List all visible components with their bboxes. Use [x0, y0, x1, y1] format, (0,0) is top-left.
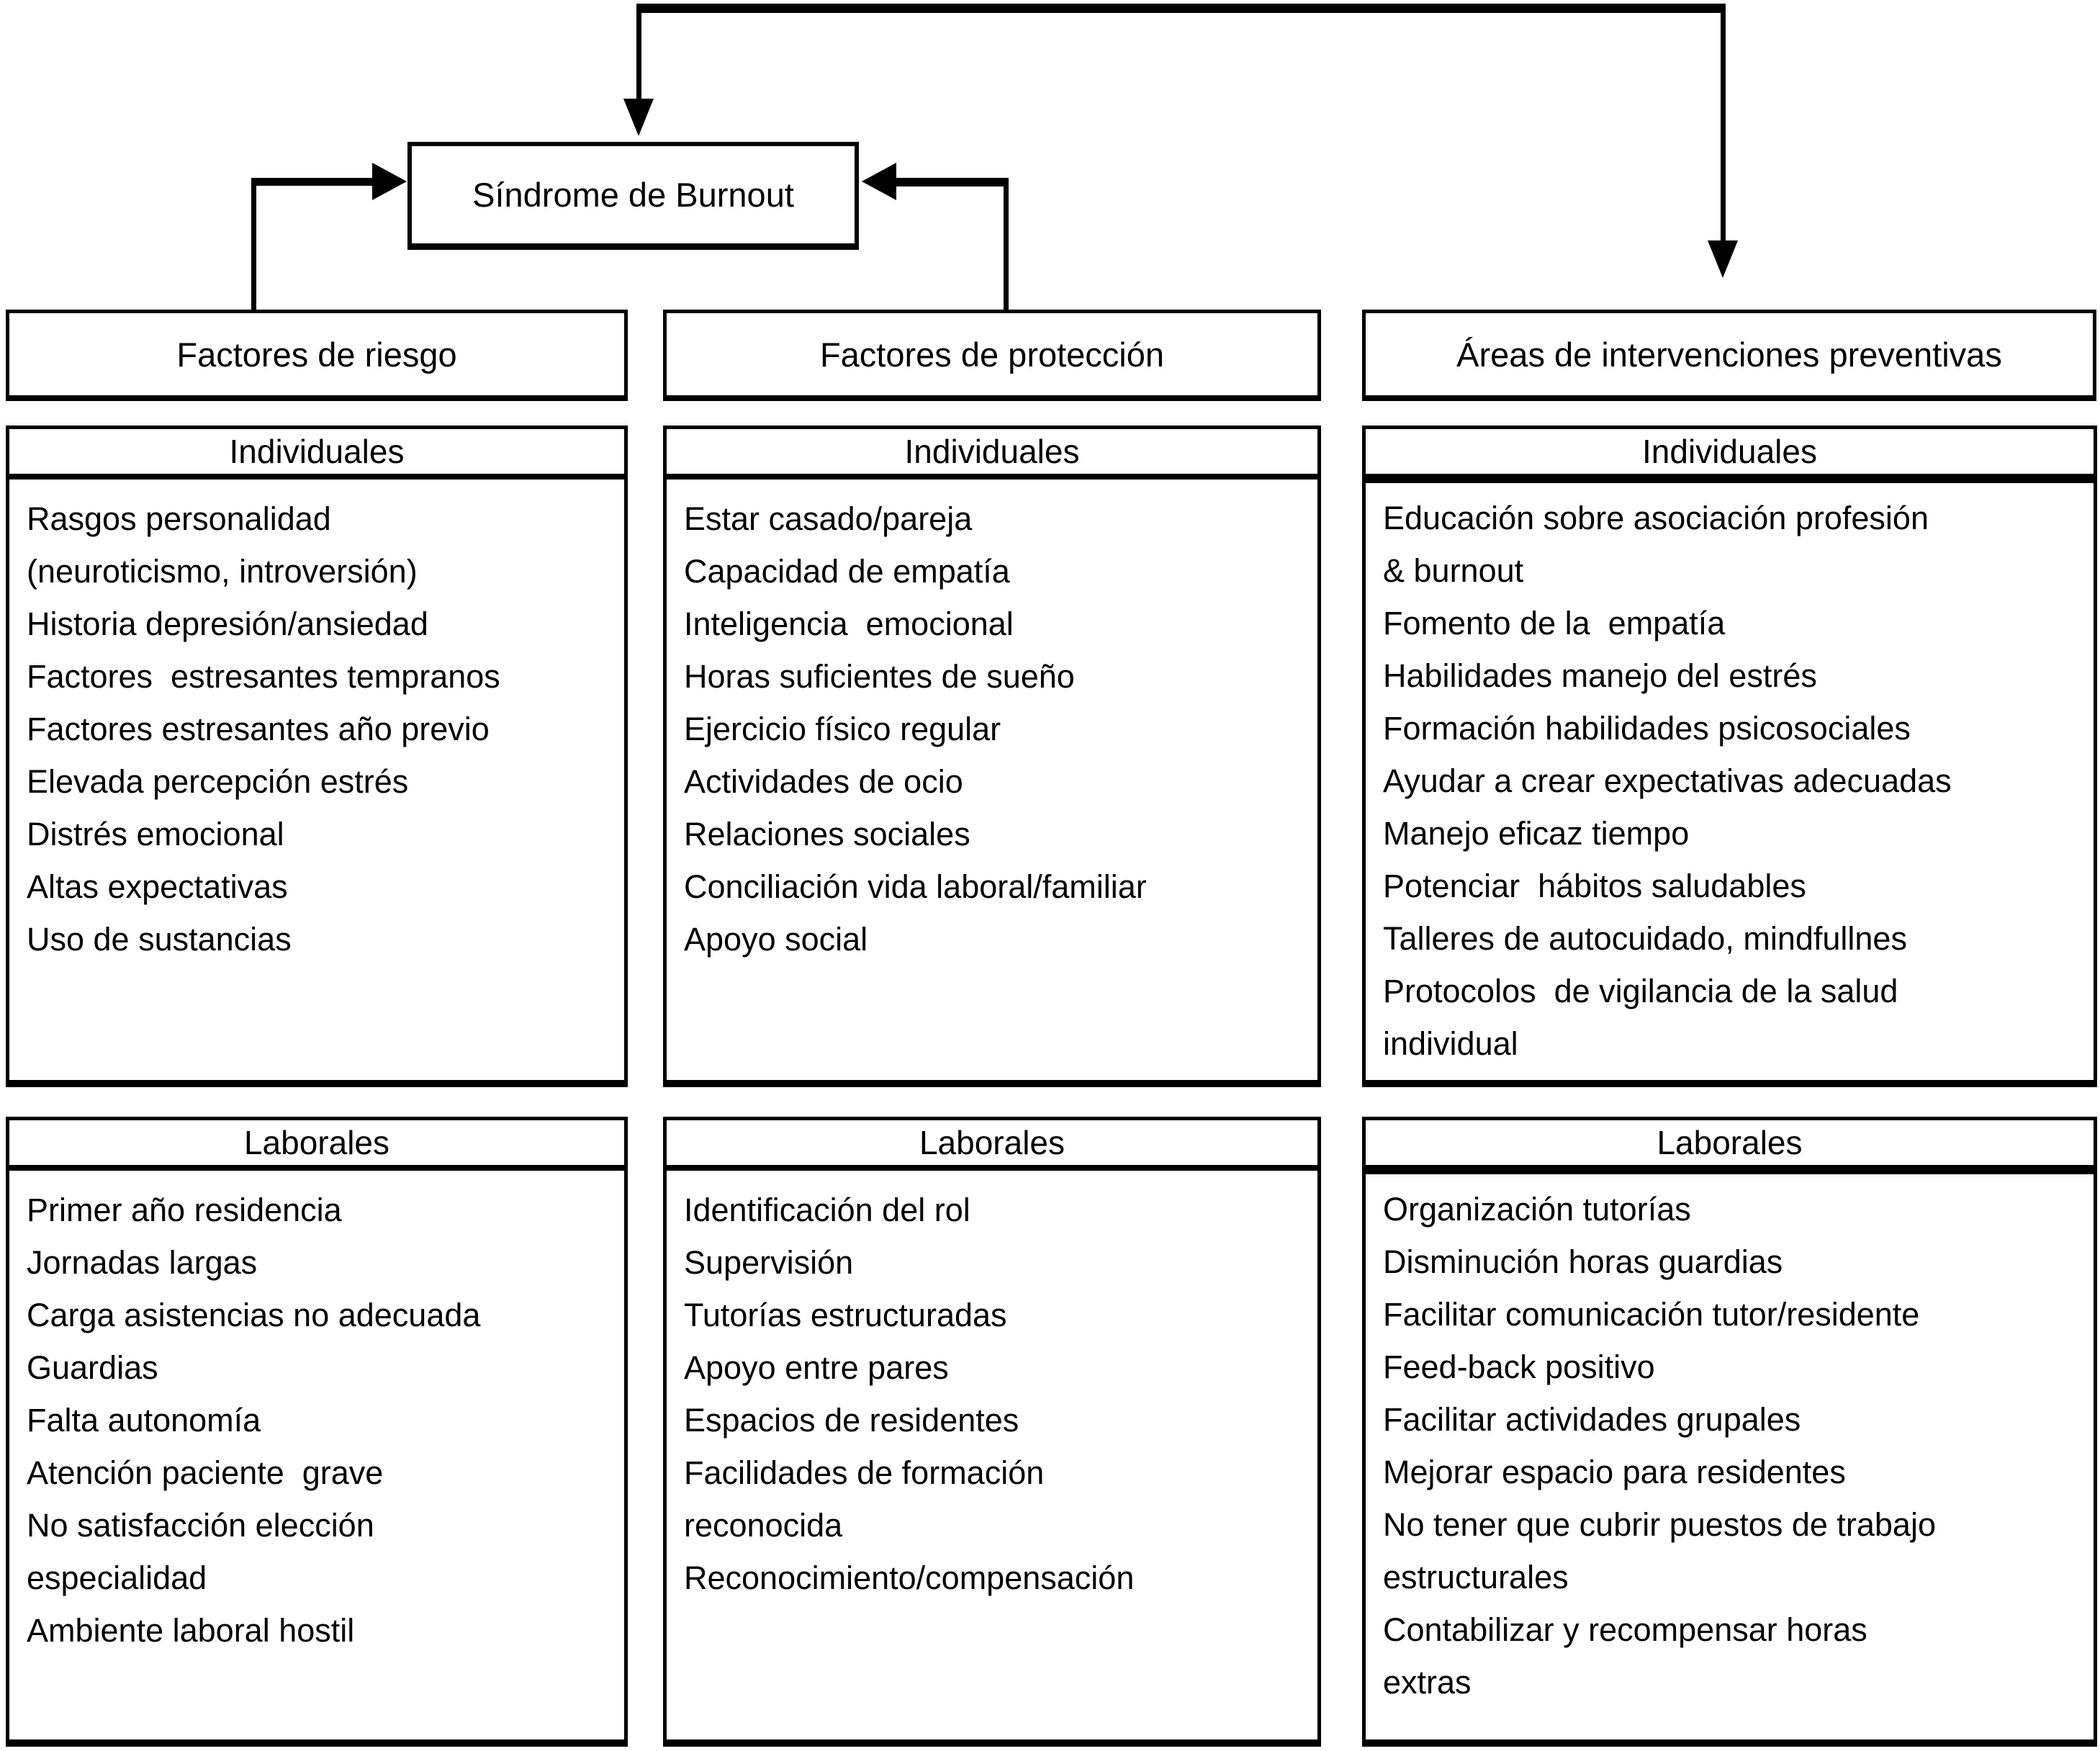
risk-connector-vertical	[251, 181, 256, 310]
list-line: Ambiente laboral hostil	[27, 1612, 355, 1649]
list-line: Talleres de autocuidado, mindfullnes	[1383, 920, 1907, 957]
list-line: Tutorías estructuradas	[684, 1297, 1007, 1333]
feedback-arrowhead-to-burnout	[623, 99, 654, 136]
protection-arrowhead-to-burnout	[862, 163, 896, 200]
box-title: Individuales	[904, 433, 1080, 470]
list-line: Primer año residencia	[27, 1192, 342, 1228]
box-separator	[667, 1165, 1317, 1171]
list-line: reconocida	[684, 1507, 843, 1544]
list-line: Distrés emocional	[27, 816, 284, 852]
box-title: Individuales	[229, 433, 405, 470]
list-line: Apoyo entre pares	[684, 1349, 949, 1386]
list-line: Feed-back positivo	[1383, 1349, 1655, 1385]
list-line: Protocolos de vigilancia de la salud	[1383, 973, 1898, 1009]
list-line: Factores estresantes tempranos	[27, 658, 500, 695]
list-line: Supervisión	[684, 1244, 854, 1281]
risk-header-box: Factores de riesgo	[6, 310, 628, 401]
list-line: Disminución horas guardias	[1383, 1243, 1783, 1280]
risk-arrowhead-to-burnout	[372, 163, 407, 200]
list-line: Factores estresantes año previo	[27, 711, 490, 747]
protection-header-label: Factores de protección	[819, 335, 1165, 374]
list-line: Educación sobre asociación profesión	[1383, 500, 1929, 536]
list-line: Habilidades manejo del estrés	[1383, 657, 1817, 694]
box-list: Rasgos personalidad (neuroticismo, introv…	[9, 480, 624, 965]
list-line: Apoyo social	[684, 921, 868, 958]
list-line: Estar casado/pareja	[684, 500, 973, 537]
list-line: Inteligencia emocional	[684, 606, 1014, 642]
list-line: Contabilizar y recompensar horas	[1383, 1611, 1867, 1648]
list-line: Facilitar comunicación tutor/residente	[1383, 1296, 1920, 1333]
list-line: Fomento de la empatía	[1383, 605, 1726, 642]
feedback-arrowhead-to-preventive	[1708, 240, 1738, 278]
burnout-label: Síndrome de Burnout	[472, 176, 794, 214]
preventive-header-label: Áreas de intervenciones preventivas	[1456, 335, 2002, 374]
list-line: Elevada percepción estrés	[27, 763, 409, 800]
risk-header-label: Factores de riesgo	[176, 335, 457, 374]
box-title: Individuales	[1642, 433, 1817, 470]
list-line: Organización tutorías	[1383, 1191, 1691, 1228]
list-line: & burnout	[1383, 552, 1524, 589]
list-line: Potenciar hábitos saludables	[1383, 868, 1806, 904]
list-line: Capacidad de empatía	[684, 553, 1010, 590]
list-line: Espacios de residentes	[684, 1402, 1019, 1439]
list-line: Falta autonomía	[27, 1402, 261, 1439]
protection-header-box: Factores de protección	[663, 310, 1321, 401]
box-separator	[9, 1165, 624, 1171]
list-line: Identificación del rol	[684, 1192, 970, 1228]
box-separator	[1366, 474, 2094, 483]
feedback-connector-horizontal	[636, 4, 1726, 13]
list-line: (neuroticismo, introversión)	[27, 553, 418, 590]
list-line: estructurales	[1383, 1559, 1569, 1595]
list-line: Mejorar espacio para residentes	[1383, 1454, 1846, 1490]
list-line: Reconocimiento/compensación	[684, 1559, 1135, 1596]
list-line: Actividades de ocio	[684, 763, 963, 800]
box-list: Educación sobre asociación profesión & bu…	[1366, 483, 2094, 1070]
list-line: Relaciones sociales	[684, 816, 970, 852]
risk-connector-horizontal	[251, 178, 372, 186]
list-line: individual	[1383, 1025, 1518, 1062]
box-title: Laborales	[243, 1124, 390, 1161]
list-line: Formación habilidades psicosociales	[1383, 710, 1911, 747]
list-line: Carga asistencias no adecuada	[27, 1297, 481, 1333]
preventive-individual-box: Individuales Educación sobre asociación …	[1362, 426, 2097, 1087]
list-line: No satisfacción elección	[27, 1507, 374, 1544]
box-title: Laborales	[1657, 1124, 1803, 1161]
list-line: No tener que cubrir puestos de trabajo	[1383, 1506, 1936, 1543]
list-line: Uso de sustancias	[27, 921, 292, 958]
list-line: Atención paciente grave	[27, 1454, 384, 1491]
list-line: Horas suficientes de sueño	[684, 658, 1075, 695]
box-separator	[9, 474, 624, 480]
list-line: Ayudar a crear expectativas adecuadas	[1383, 762, 1952, 799]
burnout-box: Síndrome de Burnout	[407, 142, 859, 250]
list-line: extras	[1383, 1664, 1472, 1701]
feedback-connector-left-vertical	[636, 4, 641, 99]
list-line: especialidad	[27, 1559, 207, 1596]
list-line: Jornadas largas	[27, 1244, 258, 1281]
protection-connector-horizontal	[896, 178, 1009, 186]
list-line: Facilidades de formación	[684, 1454, 1045, 1491]
box-title: Laborales	[919, 1124, 1065, 1161]
list-line: Altas expectativas	[27, 868, 288, 905]
box-separator	[1366, 1165, 2094, 1174]
list-line: Ejercicio físico regular	[684, 711, 1001, 747]
list-line: Manejo eficaz tiempo	[1383, 815, 1690, 852]
list-line: Guardias	[27, 1349, 158, 1386]
box-separator	[667, 474, 1317, 480]
preventive-header-box: Áreas de intervenciones preventivas	[1362, 310, 2096, 401]
list-line: Rasgos personalidad	[27, 500, 331, 537]
list-line: Historia depresión/ansiedad	[27, 606, 428, 642]
feedback-connector-right-vertical	[1721, 4, 1726, 241]
list-line: Conciliación vida laboral/familiar	[684, 868, 1147, 905]
protection-connector-vertical	[1004, 181, 1009, 310]
list-line: Facilitar actividades grupales	[1383, 1401, 1801, 1438]
risk-individual-box: Individuales Rasgos personalidad (neuroti…	[6, 426, 628, 1087]
